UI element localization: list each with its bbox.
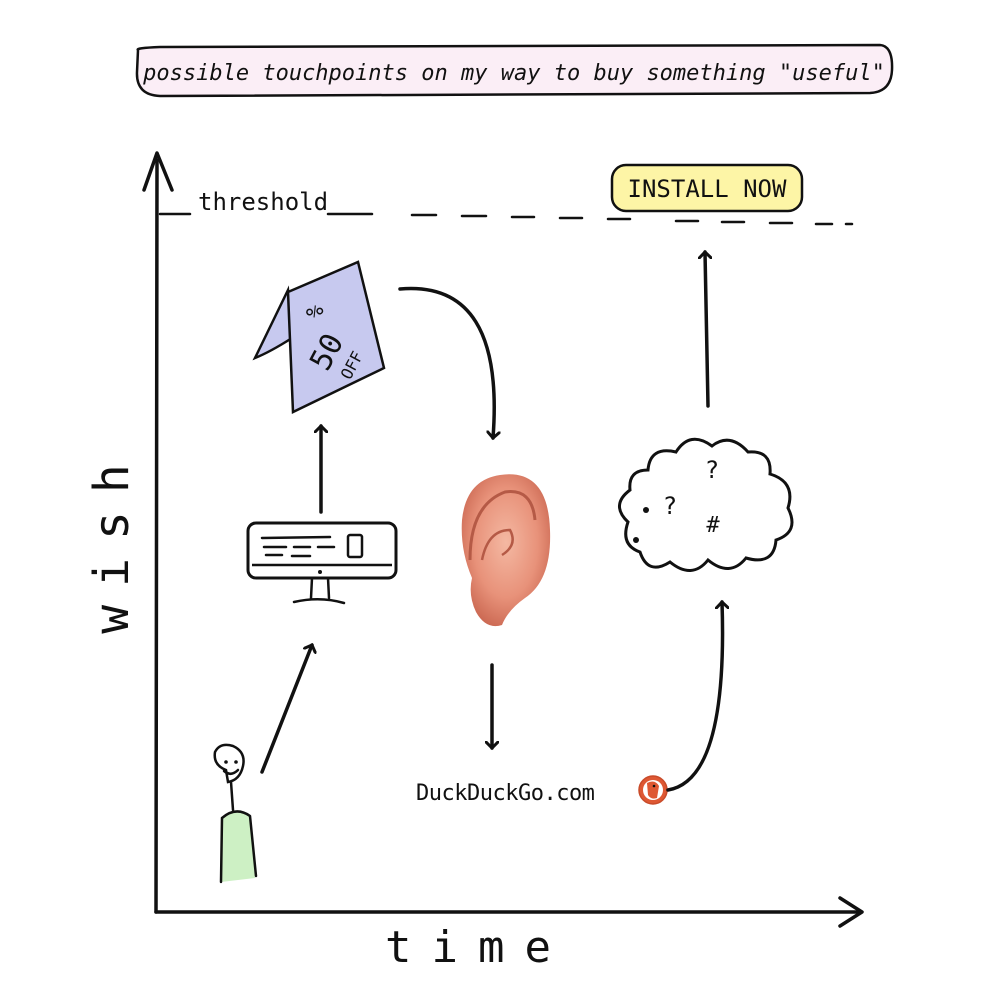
- person-figure: [213, 743, 258, 884]
- arrow-thought-to-install: [705, 252, 708, 408]
- title-banner: possible touchpoints on my way to buy so…: [135, 43, 894, 98]
- axes: wish time: [84, 151, 864, 973]
- discount-flyer-icon: % 50 OFF: [252, 260, 386, 414]
- y-axis: [153, 158, 159, 914]
- x-axis-label: time: [385, 922, 571, 973]
- thought-symbol-3: #: [706, 513, 720, 538]
- computer-monitor-icon: [246, 521, 398, 605]
- install-now-label: INSTALL NOW: [628, 175, 787, 203]
- thought-symbol-2: ?: [663, 492, 677, 520]
- x-axis-arrowhead: [838, 896, 864, 928]
- thought-symbol-1: ?: [705, 456, 719, 484]
- thought-cloud-icon: ? ? #: [618, 437, 794, 572]
- threshold-line: threshold: [158, 188, 854, 226]
- y-axis-label: wish: [84, 446, 140, 634]
- x-axis: [154, 909, 862, 914]
- threshold-label: threshold: [198, 188, 328, 216]
- duckduckgo-logo-icon: [638, 775, 668, 805]
- search-engine-label: DuckDuckGo.com: [416, 781, 595, 806]
- arrow-flyer-to-ear: [398, 286, 494, 438]
- page-title: possible touchpoints on my way to buy so…: [142, 61, 885, 86]
- y-axis-arrowhead: [142, 151, 174, 192]
- ear-icon: [461, 474, 551, 627]
- arrow-person-to-computer: [260, 645, 312, 774]
- install-now-button[interactable]: INSTALL NOW: [610, 163, 804, 213]
- arrow-search-to-thought: [666, 602, 723, 792]
- duckduckgo-link[interactable]: DuckDuckGo.com: [416, 775, 668, 806]
